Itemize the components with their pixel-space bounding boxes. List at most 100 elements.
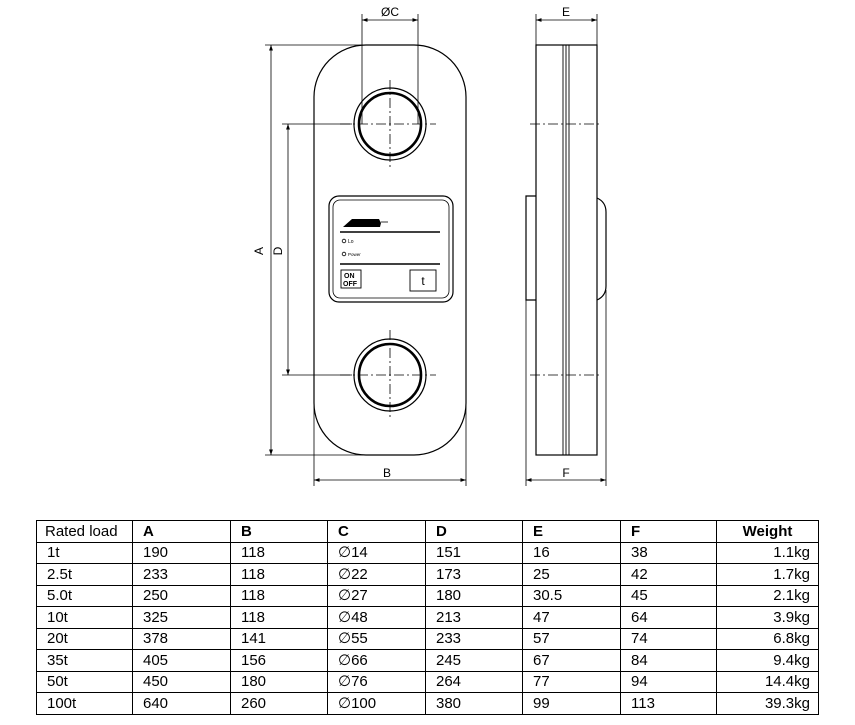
cell-c: ∅27 bbox=[327, 584, 426, 607]
cell-a: 378 bbox=[132, 627, 231, 650]
cell-rated-load: 20t bbox=[36, 627, 133, 650]
center-lines bbox=[340, 80, 436, 420]
header-weight: Weight bbox=[716, 520, 819, 543]
cell-d: 233 bbox=[425, 627, 523, 650]
header-e: E bbox=[522, 520, 621, 543]
cell-d: 264 bbox=[425, 670, 523, 693]
power-indicator-icon bbox=[341, 251, 347, 257]
cell-e: 16 bbox=[522, 541, 621, 564]
cell-e: 47 bbox=[522, 606, 621, 629]
cell-f: 42 bbox=[620, 563, 717, 586]
cell-weight: 9.4kg bbox=[716, 649, 819, 672]
tare-button bbox=[409, 269, 437, 292]
header-c: C bbox=[327, 520, 426, 543]
cell-f: 45 bbox=[620, 584, 717, 607]
cell-e: 67 bbox=[522, 649, 621, 672]
cell-weight: 39.3kg bbox=[716, 692, 819, 715]
panel-led-label: Lo bbox=[348, 239, 354, 245]
cell-d: 151 bbox=[425, 541, 523, 564]
dim-c-label: ØC bbox=[381, 5, 399, 19]
cell-b: 260 bbox=[230, 692, 328, 715]
cell-d: 245 bbox=[425, 649, 523, 672]
cell-e: 77 bbox=[522, 670, 621, 693]
front-dimensions bbox=[265, 14, 467, 486]
cell-b: 118 bbox=[230, 541, 328, 564]
header-b: B bbox=[230, 520, 328, 543]
side-dimensions bbox=[525, 14, 607, 486]
cell-c: ∅22 bbox=[327, 563, 426, 586]
cell-weight: 1.7kg bbox=[716, 563, 819, 586]
side-display-housing bbox=[525, 195, 536, 301]
cell-c: ∅100 bbox=[327, 692, 426, 715]
cell-a: 405 bbox=[132, 649, 231, 672]
cell-f: 64 bbox=[620, 606, 717, 629]
dim-f-label: F bbox=[562, 466, 569, 480]
cell-f: 74 bbox=[620, 627, 717, 650]
cell-e: 30.5 bbox=[522, 584, 621, 607]
dim-b-label: B bbox=[383, 466, 391, 480]
cell-b: 141 bbox=[230, 627, 328, 650]
cell-a: 250 bbox=[132, 584, 231, 607]
cell-weight: 1.1kg bbox=[716, 541, 819, 564]
on-off-button bbox=[340, 269, 362, 289]
cell-f: 38 bbox=[620, 541, 717, 564]
cell-a: 450 bbox=[132, 670, 231, 693]
table-header-row: Rated load A B C D E F Weight bbox=[36, 520, 819, 543]
cell-d: 380 bbox=[425, 692, 523, 715]
cell-b: 118 bbox=[230, 563, 328, 586]
side-body-outline bbox=[535, 44, 598, 456]
cell-d: 173 bbox=[425, 563, 523, 586]
header-a: A bbox=[132, 520, 231, 543]
cell-weight: 3.9kg bbox=[716, 606, 819, 629]
cell-c: ∅14 bbox=[327, 541, 426, 564]
led-indicator-icon bbox=[341, 238, 347, 244]
cell-weight: 6.8kg bbox=[716, 627, 819, 650]
cell-c: ∅48 bbox=[327, 606, 426, 629]
panel-off-label: OFF bbox=[343, 281, 358, 288]
tare-key-glyph: t bbox=[421, 274, 425, 288]
cell-d: 180 bbox=[425, 584, 523, 607]
cell-b: 180 bbox=[230, 670, 328, 693]
cell-c: ∅55 bbox=[327, 627, 426, 650]
cell-c: ∅76 bbox=[327, 670, 426, 693]
cell-f: 113 bbox=[620, 692, 717, 715]
cell-a: 640 bbox=[132, 692, 231, 715]
panel-on-label: ON bbox=[344, 273, 355, 280]
panel-power-label: Power bbox=[348, 252, 361, 257]
cell-b: 118 bbox=[230, 584, 328, 607]
cell-weight: 2.1kg bbox=[716, 584, 819, 607]
cell-e: 57 bbox=[522, 627, 621, 650]
brand-logo bbox=[343, 219, 381, 227]
header-rated-load: Rated load bbox=[36, 520, 133, 543]
cell-f: 84 bbox=[620, 649, 717, 672]
dim-e-label: E bbox=[562, 5, 570, 19]
display-panel bbox=[328, 195, 454, 303]
side-view bbox=[525, 44, 607, 456]
header-f: F bbox=[620, 520, 717, 543]
cell-rated-load: 2.5t bbox=[36, 563, 133, 586]
cell-b: 156 bbox=[230, 649, 328, 672]
technical-drawing: Lo Power ON OFF t ØC A D B bbox=[252, 5, 607, 486]
header-d: D bbox=[425, 520, 523, 543]
cell-c: ∅66 bbox=[327, 649, 426, 672]
cell-a: 233 bbox=[132, 563, 231, 586]
cell-f: 94 bbox=[620, 670, 717, 693]
cell-rated-load: 100t bbox=[36, 692, 133, 715]
cell-rated-load: 50t bbox=[36, 670, 133, 693]
cell-rated-load: 5.0t bbox=[36, 584, 133, 607]
dim-d-label: D bbox=[271, 246, 285, 255]
cell-a: 325 bbox=[132, 606, 231, 629]
dim-a-label: A bbox=[252, 247, 266, 255]
cell-e: 99 bbox=[522, 692, 621, 715]
cell-rated-load: 1t bbox=[36, 541, 133, 564]
cell-b: 118 bbox=[230, 606, 328, 629]
cell-d: 213 bbox=[425, 606, 523, 629]
